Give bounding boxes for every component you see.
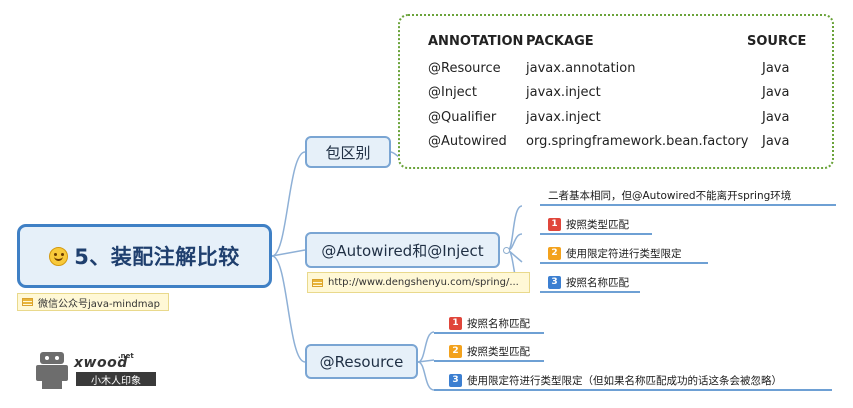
table-header-package: PACKAGE — [526, 34, 594, 49]
table-cell: javax.inject — [526, 84, 601, 100]
table-cell: Java — [762, 109, 790, 125]
topic-package-label: 包区别 — [325, 143, 371, 162]
table-cell: @Resource — [428, 60, 501, 76]
robot-logo-icon — [40, 352, 64, 364]
topic-resource-label: @Resource — [319, 352, 404, 371]
central-note[interactable]: 微信公众号java-mindmap — [17, 293, 169, 311]
collapse-handle[interactable] — [503, 247, 510, 254]
link-note[interactable]: http://www.dengshenyu.com/spring/... — [307, 272, 530, 293]
robot-legs — [42, 381, 62, 389]
table-cell: Java — [762, 84, 790, 100]
central-topic-title: 5、装配注解比较 — [74, 245, 240, 269]
central-topic[interactable]: 5、装配注解比较 — [17, 224, 272, 288]
link-note-text: http://www.dengshenyu.com/spring/... — [328, 277, 519, 288]
robot-eye — [55, 356, 59, 360]
table-cell: javax.inject — [526, 109, 601, 125]
leaf-autowired-1[interactable]: 二者基本相同，但@Autowired不能离开spring环境 — [548, 186, 791, 204]
leaf-text: 使用限定符进行类型限定 — [566, 247, 682, 260]
priority-1-icon: 1 — [548, 217, 561, 231]
table-row: @Qualifier javax.inject Java — [428, 105, 818, 129]
leaf-autowired-4[interactable]: 3 按照名称匹配 — [548, 273, 629, 291]
table-cell: Java — [762, 60, 790, 76]
smiley-icon — [49, 246, 69, 266]
topic-autowired-inject[interactable]: @Autowired和@Inject — [305, 232, 500, 268]
table-cell: @Inject — [428, 84, 477, 100]
watermark-brand: xwood — [74, 355, 128, 371]
table-cell: javax.annotation — [526, 60, 636, 76]
package-table-callout[interactable]: ANNOTATION PACKAGE SOURCE @Resource java… — [398, 14, 834, 169]
watermark-subtitle: 小木人印象 — [76, 372, 156, 387]
leaf-text: 按照类型匹配 — [566, 218, 629, 231]
table-cell: org.springframework.bean.factory — [526, 133, 749, 149]
priority-3-icon: 3 — [449, 373, 462, 387]
leaf-text: 按照类型匹配 — [467, 345, 530, 358]
table-header-source: SOURCE — [747, 34, 807, 49]
leaf-resource-1[interactable]: 1 按照名称匹配 — [449, 314, 530, 332]
note-icon — [22, 298, 33, 306]
table-header-annotation: ANNOTATION — [428, 34, 524, 49]
priority-3-icon: 3 — [548, 275, 561, 289]
leaf-text: 按照名称匹配 — [467, 317, 530, 330]
table-row: @Inject javax.inject Java — [428, 80, 818, 104]
connector-res-leaf3 — [417, 361, 435, 391]
priority-1-icon: 1 — [449, 316, 462, 330]
leaf-autowired-2[interactable]: 1 按照类型匹配 — [548, 215, 629, 233]
priority-2-icon: 2 — [449, 344, 462, 358]
table-cell: @Qualifier — [428, 109, 497, 125]
table-row: @Resource javax.annotation Java — [428, 56, 818, 80]
leaf-autowired-3[interactable]: 2 使用限定符进行类型限定 — [548, 244, 682, 262]
topic-resource[interactable]: @Resource — [305, 344, 418, 379]
leaf-resource-3[interactable]: 3 使用限定符进行类型限定（但如果名称匹配成功的话这条会被忽略） — [449, 371, 782, 389]
leaf-text: 二者基本相同，但@Autowired不能离开spring环境 — [548, 189, 792, 202]
connector-central-package — [271, 151, 306, 257]
leaf-text: 按照名称匹配 — [566, 276, 629, 289]
leaf-resource-2[interactable]: 2 按照类型匹配 — [449, 342, 530, 360]
connector-res-leaf2 — [417, 359, 435, 363]
robot-body — [36, 365, 68, 381]
robot-eye — [45, 356, 49, 360]
topic-autowired-label: @Autowired和@Inject — [321, 241, 484, 260]
connector-central-autowired — [271, 249, 306, 257]
priority-2-icon: 2 — [548, 246, 561, 260]
connector-central-resource — [271, 255, 306, 363]
topic-package-difference[interactable]: 包区别 — [305, 136, 391, 168]
connector-aw-leaf1 — [507, 205, 523, 251]
table-cell: Java — [762, 133, 790, 149]
watermark-suffix: .net — [118, 352, 134, 360]
central-note-text: 微信公众号java-mindmap — [38, 298, 160, 310]
note-icon — [312, 278, 323, 287]
connector-res-leaf1 — [417, 331, 435, 363]
table-row: @Autowired org.springframework.bean.fact… — [428, 129, 818, 153]
table-cell: @Autowired — [428, 133, 507, 149]
leaf-text: 使用限定符进行类型限定（但如果名称匹配成功的话这条会被忽略） — [467, 374, 782, 387]
